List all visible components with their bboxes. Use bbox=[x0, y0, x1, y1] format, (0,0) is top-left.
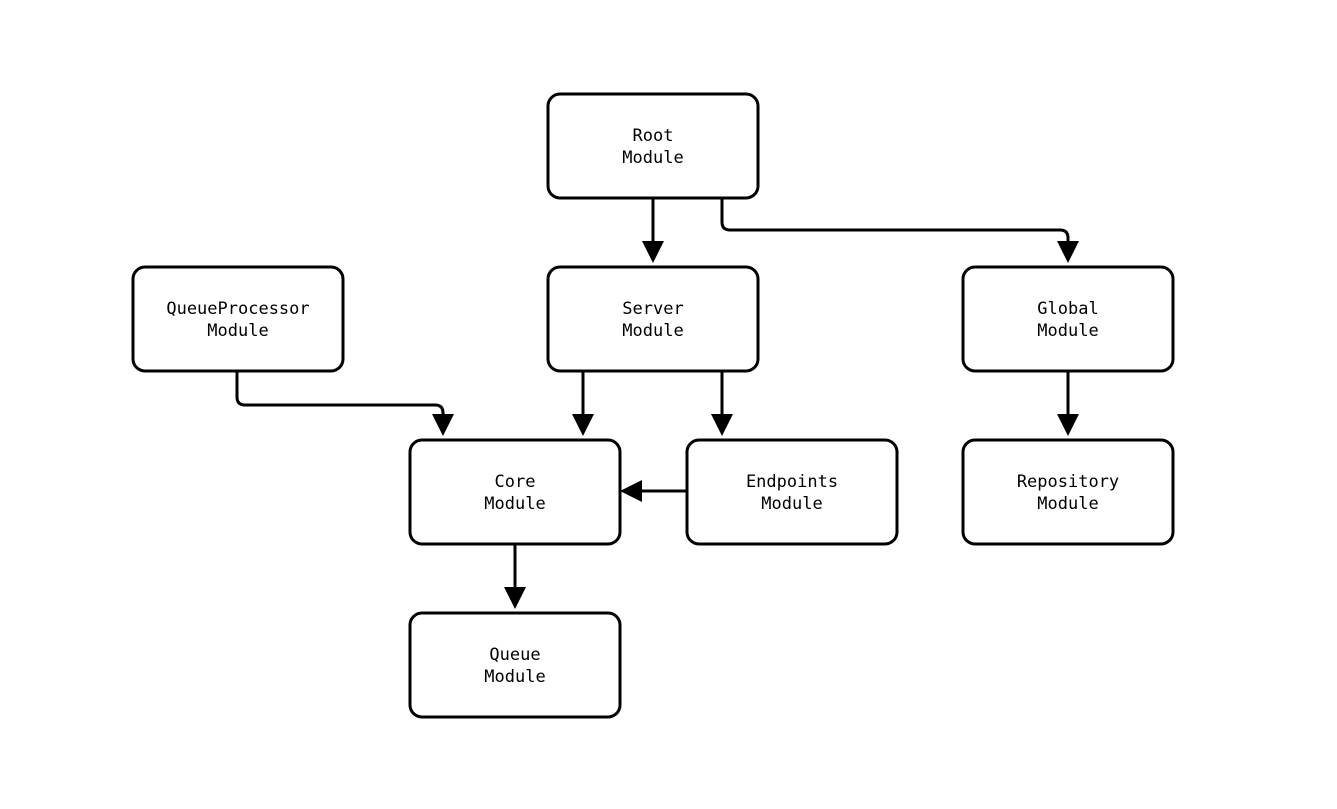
edge-server-to-core bbox=[572, 371, 594, 436]
edge-root-to-global bbox=[720, 198, 1079, 263]
edge-queueprocessor-to-core bbox=[235, 371, 454, 436]
node-label-line2: Module bbox=[761, 494, 822, 514]
node-box[interactable] bbox=[546, 92, 760, 200]
arrowhead-icon bbox=[620, 480, 642, 502]
node-endpoints-module[interactable]: Endpoints Module bbox=[685, 438, 899, 546]
node-box[interactable] bbox=[131, 265, 345, 373]
node-box[interactable] bbox=[685, 438, 899, 546]
arrowhead-icon bbox=[572, 414, 594, 436]
edge-server-to-endpoints bbox=[711, 371, 733, 436]
arrowhead-icon bbox=[432, 414, 454, 436]
node-box[interactable] bbox=[546, 265, 760, 373]
node-label-line2: Module bbox=[484, 667, 545, 687]
edge-endpoints-to-core bbox=[620, 480, 687, 502]
edge-line bbox=[720, 198, 1070, 247]
node-label-line1: Server bbox=[622, 299, 683, 319]
node-label-line2: Module bbox=[207, 321, 268, 341]
node-core-module[interactable]: Core Module bbox=[408, 438, 622, 546]
edge-core-to-queue bbox=[504, 544, 526, 609]
node-box[interactable] bbox=[961, 438, 1175, 546]
node-global-module[interactable]: Global Module bbox=[961, 265, 1175, 373]
node-box[interactable] bbox=[408, 438, 622, 546]
node-label-line1: Endpoints bbox=[746, 472, 838, 492]
node-queueprocessor-module[interactable]: QueueProcessor Module bbox=[131, 265, 345, 373]
node-repository-module[interactable]: Repository Module bbox=[961, 438, 1175, 546]
node-label-line1: Global bbox=[1037, 299, 1098, 319]
node-label-line2: Module bbox=[484, 494, 545, 514]
arrowhead-icon bbox=[504, 587, 526, 609]
arrowhead-icon bbox=[642, 241, 664, 263]
arrowhead-icon bbox=[711, 414, 733, 436]
node-label-line1: QueueProcessor bbox=[166, 299, 309, 319]
edge-line bbox=[235, 371, 445, 420]
node-box[interactable] bbox=[408, 611, 622, 719]
node-queue-module[interactable]: Queue Module bbox=[408, 611, 622, 719]
node-label-line2: Module bbox=[622, 148, 683, 168]
node-root-module[interactable]: Root Module bbox=[546, 92, 760, 200]
node-label-line2: Module bbox=[1037, 494, 1098, 514]
arrowhead-icon bbox=[1057, 241, 1079, 263]
node-label-line1: Core bbox=[495, 472, 536, 492]
edge-root-to-server bbox=[642, 198, 664, 263]
node-box[interactable] bbox=[961, 265, 1175, 373]
node-label-line2: Module bbox=[1037, 321, 1098, 341]
node-label-line1: Queue bbox=[489, 645, 540, 665]
node-label-line2: Module bbox=[622, 321, 683, 341]
node-label-line1: Root bbox=[633, 126, 674, 146]
edge-global-to-repository bbox=[1057, 371, 1079, 436]
node-label-line1: Repository bbox=[1017, 472, 1119, 492]
arrowhead-icon bbox=[1057, 414, 1079, 436]
node-server-module[interactable]: Server Module bbox=[546, 265, 760, 373]
